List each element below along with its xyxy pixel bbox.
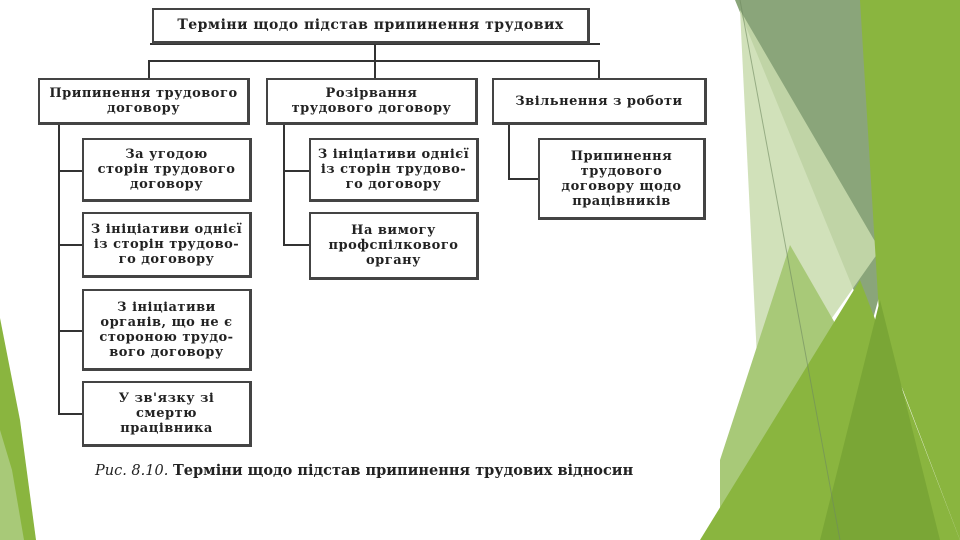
branch-1-tick-4 [58, 413, 82, 415]
branch-1-child-4-box: У зв'язку зі смертю працівника [82, 381, 252, 447]
branch-2-box: Розірвання трудового договору [266, 78, 478, 125]
branch-2-child-2-box: На вимогу профспілкового органу [309, 212, 479, 280]
branch-3-spine [508, 125, 510, 180]
branch-3-child-1-box: Припинення трудового договору щодо праці… [538, 138, 706, 220]
drop-branch-3 [598, 60, 600, 78]
branch-3-tick-1 [508, 178, 538, 180]
deco-triangle-bottom-dark [820, 300, 940, 540]
figure-number: Рис. 8.10. [95, 463, 169, 479]
branch-1-child-3-box: З ініціативи органів, що не є стороною т… [82, 289, 252, 371]
deco-triangle-right-green [860, 0, 960, 540]
branch-2-spine [283, 125, 285, 246]
branch-1-child-1-box: За угодою сторін трудового договору [82, 138, 252, 202]
deco-triangle-left-light [0, 430, 24, 540]
branch-2-tick-2 [283, 244, 309, 246]
root-box: Терміни щодо підстав припинення трудових [152, 8, 590, 44]
branch-3-box: Звільнення з роботи [492, 78, 707, 125]
branch-1-tick-3 [58, 330, 82, 332]
branch-1-box: Припинення трудового договору [38, 78, 250, 125]
figure-caption: Рис. 8.10. Терміни щодо підстав припинен… [95, 462, 655, 479]
branch-1-tick-1 [58, 170, 82, 172]
branch-1-child-2-box: З ініціативи однієї із сторін трудово- г… [82, 212, 252, 278]
branch-2-tick-1 [283, 170, 309, 172]
figure-title: Терміни щодо підстав припинення трудових… [172, 462, 634, 479]
root-stem [374, 43, 376, 61]
drop-branch-1 [148, 60, 150, 78]
drop-branch-2 [374, 60, 376, 78]
branch-1-spine [58, 125, 60, 415]
branch-2-child-1-box: З ініціативи однієї із сторін трудово- г… [309, 138, 479, 202]
branch-1-tick-2 [58, 244, 82, 246]
deco-thin-line [739, 0, 841, 540]
